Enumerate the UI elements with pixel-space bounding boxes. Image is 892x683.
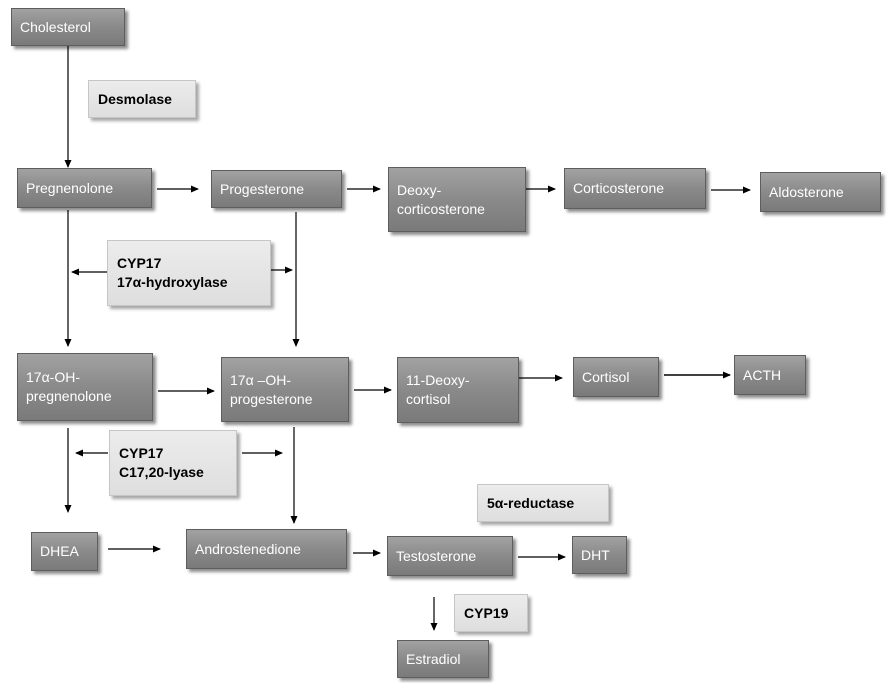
enzyme-label: CYP19: [464, 604, 509, 621]
node-progesterone: Progesterone: [211, 170, 342, 208]
node-label-line2: cortisol: [406, 391, 451, 407]
node-dht: DHT: [572, 536, 627, 574]
node-label-line2: progesterone: [230, 390, 313, 407]
node-label: Cholesterol: [20, 18, 91, 35]
enzyme-label-line1: CYP17: [117, 255, 162, 272]
enzyme-desmolase: Desmolase: [88, 80, 196, 118]
node-17oh-pregnenolone: 17α-OH- pregnenolone: [17, 353, 153, 421]
enzyme-cyp17-hydroxylase: CYP17 17α-hydroxylase: [107, 240, 271, 306]
node-label-line2: pregnenolone: [26, 388, 112, 404]
enzyme-label-line1: CYP17: [119, 445, 164, 462]
enzyme-label-line2: C17,20-lyase: [119, 464, 204, 480]
node-17oh-progesterone: 17α –OH- progesterone: [221, 357, 349, 422]
node-label-line1: 17α-OH-: [26, 369, 80, 386]
node-label-line1: Deoxy-: [397, 181, 442, 198]
node-label: Aldosterone: [769, 183, 844, 200]
node-pregnenolone: Pregnenolone: [17, 168, 152, 208]
node-label-line2: corticosterone: [397, 200, 485, 217]
node-corticosterone: Corticosterone: [564, 168, 706, 209]
enzyme-label: 5α-reductase: [487, 494, 575, 511]
enzyme-label: Desmolase: [98, 90, 172, 107]
node-estradiol: Estradiol: [397, 640, 489, 678]
enzyme-cyp19: CYP19: [454, 594, 528, 632]
node-label-line1: 17α –OH-: [230, 371, 292, 388]
node-label: ACTH: [743, 366, 782, 383]
node-label: Progesterone: [220, 180, 305, 197]
node-label-line1: 11-Deoxy-: [406, 372, 470, 389]
node-label: Cortisol: [582, 368, 630, 385]
node-label: DHEA: [40, 543, 79, 560]
node-11-deoxycortisol: 11-Deoxy- cortisol: [397, 357, 519, 423]
node-label: Pregnenolone: [26, 179, 114, 196]
enzyme-label-line2: 17α-hydroxylase: [117, 274, 228, 290]
node-label: Androstenedione: [195, 540, 301, 557]
node-deoxycorticosterone: Deoxy- corticosterone: [388, 167, 526, 232]
node-aldosterone: Aldosterone: [760, 172, 881, 212]
node-label: DHT: [581, 546, 610, 563]
node-dhea: DHEA: [31, 532, 98, 571]
node-androstenedione: Androstenedione: [186, 529, 347, 569]
node-label: Estradiol: [406, 650, 461, 667]
enzyme-cyp17-lyase: CYP17 C17,20-lyase: [109, 430, 237, 496]
enzyme-5a-reductase: 5α-reductase: [477, 484, 609, 522]
node-cortisol: Cortisol: [573, 357, 659, 397]
node-testosterone: Testosterone: [387, 536, 513, 576]
node-cholesterol: Cholesterol: [11, 8, 125, 46]
node-label: Corticosterone: [573, 180, 665, 197]
node-label: Testosterone: [396, 547, 477, 564]
node-acth: ACTH: [734, 355, 806, 395]
